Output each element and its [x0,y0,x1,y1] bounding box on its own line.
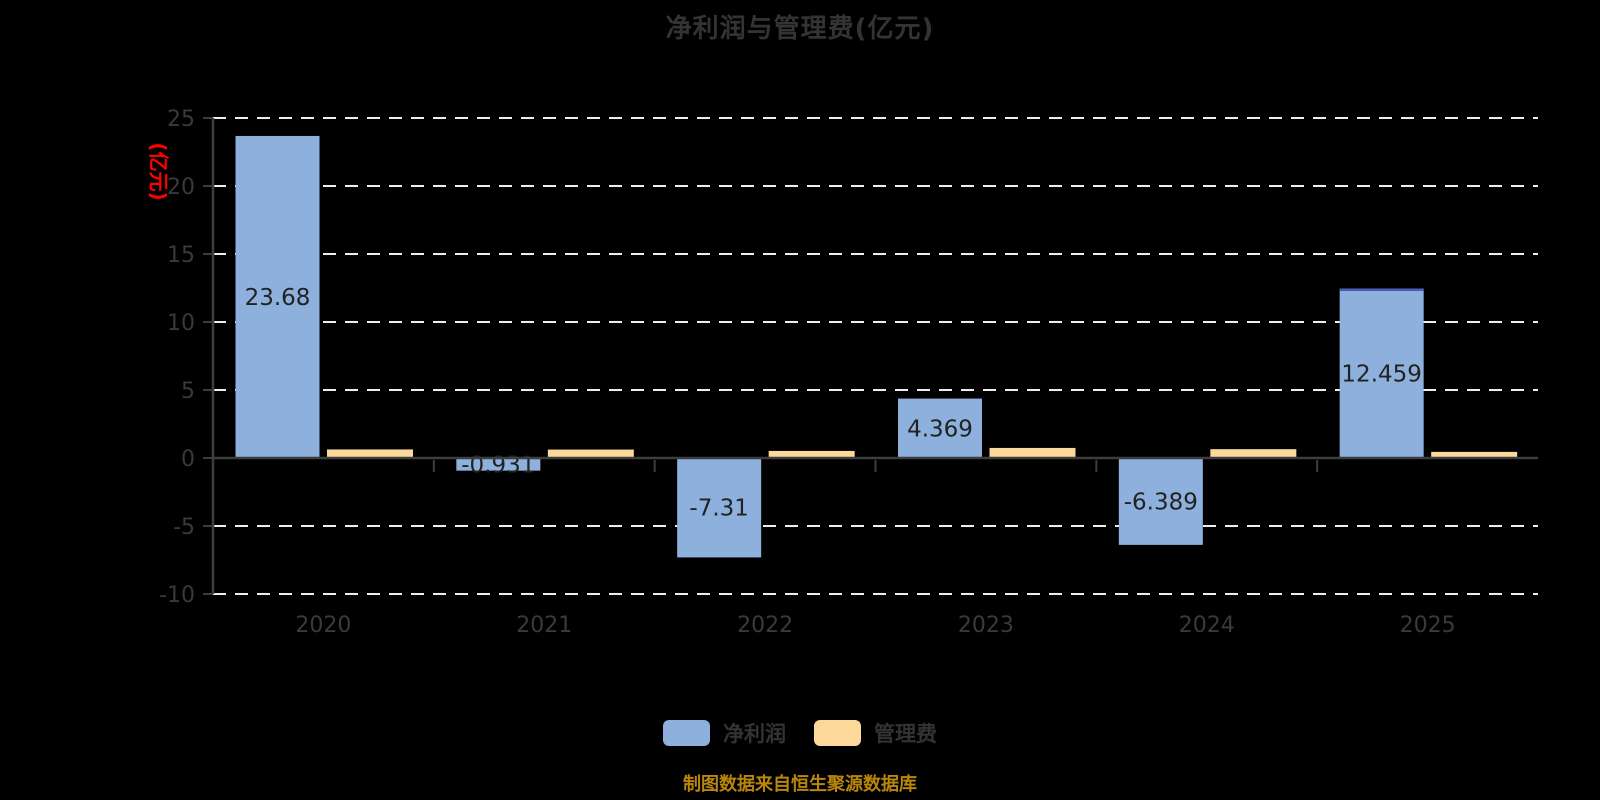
management-fee-swatch-icon [814,720,861,746]
legend-label-net-profit: 净利润 [723,722,786,746]
legend-label-management-fee: 管理费 [874,722,937,746]
y-tick-label--10: -10 [159,583,195,608]
bar-净利润-2024 [1118,458,1203,545]
bar-管理费-2024 [1210,449,1297,458]
bar-净利润-2020 [235,135,320,458]
x-label-2021: 2021 [516,613,572,638]
bar-管理费-2021 [547,449,634,458]
y-tick-label-5: 5 [181,379,195,404]
bar-label-2021: -0.931 [461,452,535,478]
bar-label-2020: 23.68 [245,285,311,311]
bar-管理费-2023 [989,447,1076,458]
y-tick-label-20: 20 [167,175,195,200]
bar-label-2024: -6.389 [1124,489,1198,515]
y-tick-label--5: -5 [173,515,195,540]
x-label-2022: 2022 [737,613,793,638]
bar-管理费-2020 [327,449,413,458]
x-label-2024: 2024 [1179,613,1235,638]
bar-净利润-2023 [898,398,982,458]
bar-label-2023: 4.369 [907,416,973,442]
bar-管理费-2022 [768,450,855,458]
bar-label-2022: -7.31 [689,496,749,522]
bar-净利润-2022 [677,458,762,558]
y-tick-label-0: 0 [181,447,195,472]
bar-label-2025: 12.459 [1341,361,1421,387]
legend: 净利润 管理费 [0,718,1600,748]
y-tick-label-15: 15 [167,243,195,268]
legend-item-net-profit[interactable]: 净利润 [663,718,786,748]
bar-净利润-2025 [1339,288,1424,458]
legend-item-management-fee[interactable]: 管理费 [814,718,937,748]
y-tick-label-10: 10 [167,311,195,336]
data-source-note: 制图数据来自恒生聚源数据库 [683,774,917,795]
bar-管理费-2025 [1431,451,1518,458]
x-label-2020: 2020 [295,613,351,638]
net-profit-swatch-icon [663,720,710,746]
x-label-2023: 2023 [958,613,1014,638]
y-tick-label-25: 25 [167,107,195,132]
chart-title: 净利润与管理费(亿元) [665,14,935,44]
x-label-2025: 2025 [1400,613,1456,638]
bar-highlight-edge [1339,288,1424,292]
bar-净利润-2021 [456,458,541,471]
